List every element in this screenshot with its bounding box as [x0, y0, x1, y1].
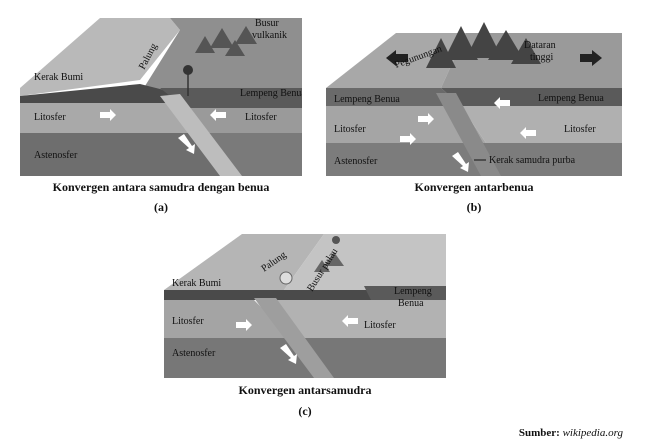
continent-surface: [140, 18, 302, 94]
diagram-panel-a: Kerak Bumi Palung Busur vulkanik Lempeng…: [20, 18, 302, 176]
label-plateau-line2: tinggi: [530, 52, 554, 63]
arrow-right-2: [400, 133, 416, 145]
label-plate-left: Lempeng Benua: [334, 94, 400, 105]
letter-panel-c: (c): [298, 404, 312, 418]
label-lithosphere-left: Litosfer: [34, 112, 66, 123]
label-lithosphere-right: Litosfer: [245, 112, 277, 123]
volcano-plume: [332, 236, 340, 244]
label-asthenosphere: Astenosfer: [34, 150, 78, 161]
arrow-down: [280, 344, 297, 364]
label-crust: Kerak Bumi: [172, 278, 221, 289]
volcanic-arc: [195, 26, 257, 56]
label-lithosphere-right: Litosfer: [564, 124, 596, 135]
eruption-cloud: [279, 271, 293, 285]
label-plate-line2: Benua: [398, 298, 424, 309]
arrow-down: [178, 134, 195, 154]
plate-right-layer: [441, 88, 622, 106]
source-note: Sumber: wikipedia.org: [519, 427, 623, 439]
island-arc: [314, 252, 344, 272]
label-plate: Lempeng Benua: [240, 88, 302, 99]
label-plate-line1: Lempeng: [394, 286, 432, 297]
arrow-right: [236, 319, 252, 331]
label-plate-right: Lempeng Benua: [538, 93, 604, 104]
label-plateau-line1: Dataran: [524, 40, 556, 51]
label-lithosphere-left: Litosfer: [172, 316, 204, 327]
label-crust: Kerak Bumi: [34, 72, 83, 83]
subducting-slab: [160, 94, 242, 176]
magma-blob: [183, 65, 193, 75]
arrow-left: [342, 315, 358, 327]
mountain-range: [426, 22, 541, 68]
letter-panel-a: (a): [154, 200, 168, 214]
arrow-left-2: [520, 127, 536, 139]
arrow-left-1: [494, 97, 510, 109]
ocean-surface: [20, 18, 180, 96]
label-asthenosphere: Astenosfer: [334, 156, 378, 167]
plate-continental: [160, 88, 302, 108]
label-asthenosphere: Astenosfer: [172, 348, 216, 359]
letter-panel-b: (b): [466, 200, 482, 214]
lithosphere-right-layer: [461, 106, 622, 143]
label-lithosphere-right: Litosfer: [364, 320, 396, 331]
caption-panel-c: Konvergen antarsamudra: [238, 383, 372, 397]
label-lithosphere-left: Litosfer: [334, 124, 366, 135]
arrow-top-right: [580, 50, 602, 66]
asthenosphere-layer: [20, 133, 230, 176]
arrow-right: [100, 109, 116, 121]
diagram-panel-b: Pegunungan Dataran tinggi Lempeng Benua …: [326, 22, 622, 176]
caption-panel-b: Konvergen antarbenua: [414, 180, 534, 194]
arrow-right-1: [418, 113, 434, 125]
label-arc-line2: vulkanik: [252, 30, 287, 41]
caption-panel-a: Konvergen antara samudra dengan benua: [52, 180, 270, 194]
plate-left-layer: [326, 88, 461, 106]
subducted-slab: [436, 93, 501, 176]
diagram-panel-c: Kerak Bumi Palung Busur pulau Lempeng Be…: [164, 234, 446, 378]
lithosphere-left-layer: [164, 300, 292, 338]
lithosphere-left-layer: [326, 106, 486, 143]
arrow-top-left: [386, 50, 408, 66]
arrow-left: [210, 109, 226, 121]
source-label: Sumber:: [518, 427, 560, 439]
label-old-crust: Kerak samudra purba: [489, 155, 576, 166]
ocean-surface-right: [284, 234, 446, 290]
subducting-slab: [254, 298, 334, 378]
arrow-down: [452, 152, 469, 172]
label-arc-line1: Busur: [255, 18, 280, 29]
lithosphere-right-layer: [276, 300, 446, 338]
source-value: wikipedia.org: [562, 427, 623, 439]
